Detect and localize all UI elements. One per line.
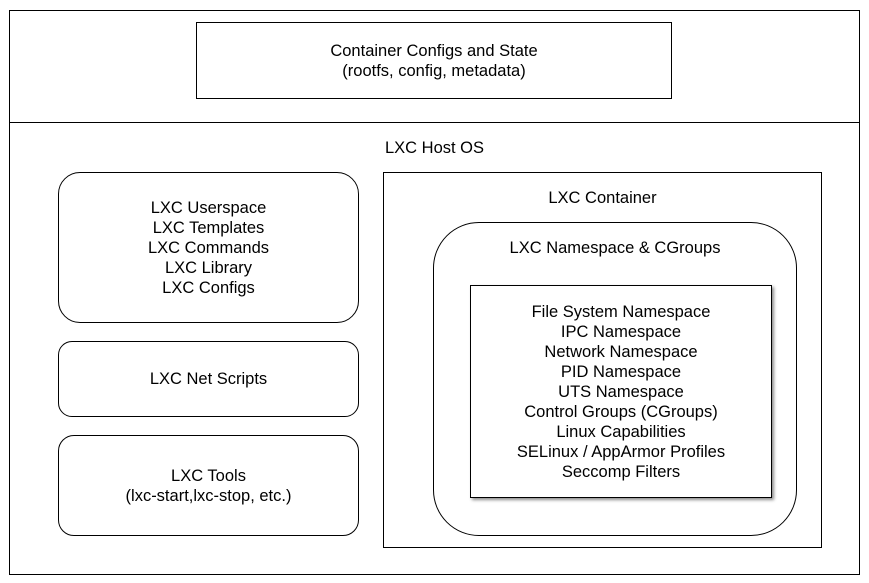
tools-title: LXC Tools (171, 466, 246, 485)
lxc-tools-box: LXC Tools (lxc-start,lxc-stop, etc.) (58, 435, 359, 536)
userspace-line: LXC Commands (147, 238, 270, 257)
namespace-item: Linux Capabilities (556, 422, 686, 441)
container-configs-subtitle: (rootfs, config, metadata) (342, 61, 526, 80)
container-configs-title: Container Configs and State (330, 41, 538, 60)
host-os-label: LXC Host OS (384, 139, 485, 157)
lxc-container-label: LXC Container (548, 189, 657, 207)
userspace-line: LXC Templates (152, 218, 265, 237)
net-scripts-label: LXC Net Scripts (149, 370, 268, 388)
namespace-item: PID Namespace (560, 362, 682, 381)
host-os-divider (9, 122, 860, 123)
namespace-item: Seccomp Filters (561, 462, 681, 481)
tools-subtitle: (lxc-start,lxc-stop, etc.) (125, 486, 292, 505)
namespace-cgroups-label: LXC Namespace & CGroups (509, 239, 721, 257)
namespace-item: Control Groups (CGroups) (524, 402, 718, 421)
userspace-line: LXC Configs (162, 278, 255, 297)
container-configs-box: Container Configs and State (rootfs, con… (196, 22, 672, 99)
userspace-line: LXC Library (164, 258, 253, 277)
lxc-userspace-box: LXC Userspace LXC Templates LXC Commands… (58, 172, 359, 323)
namespace-item: UTS Namespace (558, 382, 684, 401)
userspace-line: LXC Userspace (150, 198, 267, 217)
lxc-net-scripts-box: LXC Net Scripts (58, 341, 359, 417)
namespaces-list-box: File System Namespace IPC Namespace Netw… (470, 285, 772, 498)
namespace-item: SELinux / AppArmor Profiles (516, 442, 726, 461)
namespace-item: IPC Namespace (560, 322, 682, 341)
namespace-item: File System Namespace (531, 302, 711, 321)
namespace-item: Network Namespace (544, 342, 698, 361)
